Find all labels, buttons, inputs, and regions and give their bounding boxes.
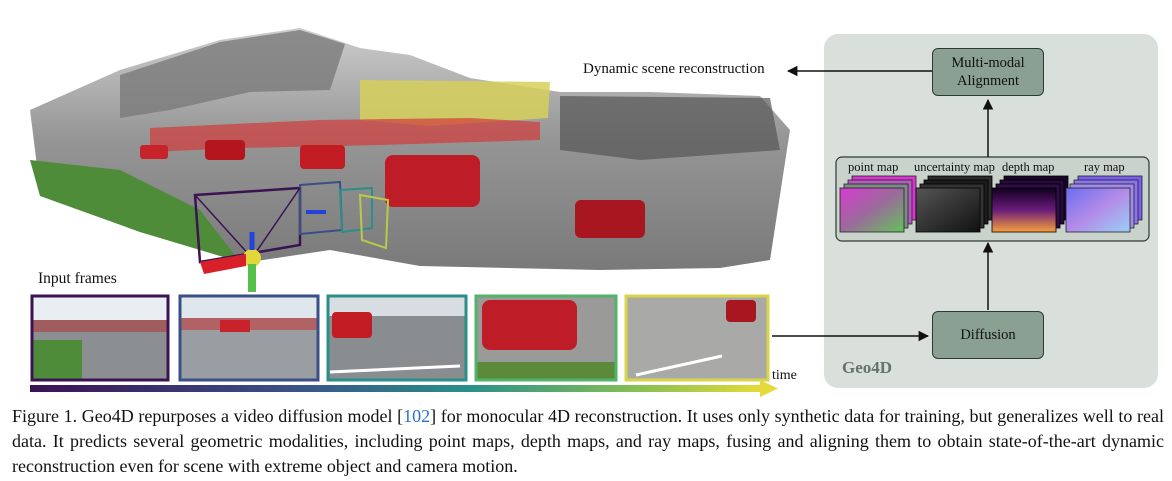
input-frame-3	[326, 294, 468, 382]
input-frames	[30, 294, 770, 382]
point-map-stack	[839, 175, 917, 233]
modality-label-ray-map: ray map	[1084, 160, 1125, 174]
time-arrow-head	[760, 380, 778, 397]
modality-label-point-map: point map	[848, 160, 899, 174]
citation-link[interactable]: 102	[403, 406, 431, 426]
time-bar	[30, 385, 760, 392]
figure: Dynamic scene reconstruction Input frame…	[30, 28, 1158, 397]
diffusion-box: Diffusion	[932, 311, 1044, 359]
scene-reconstruction-image	[30, 28, 790, 292]
modality-label-uncertainty-map: uncertainty map	[914, 160, 995, 174]
caption-prefix: Figure 1. Geo4D repurposes a video diffu…	[12, 406, 404, 426]
input-frame-4	[474, 294, 618, 382]
uncertainty-map-stack	[915, 175, 993, 233]
caption-suffix: ] for monocular 4D reconstruction. It us…	[12, 406, 1164, 476]
figure-graphics	[30, 28, 1158, 397]
ray-map-stack	[1065, 175, 1143, 233]
modality-label-depth-map: depth map	[1002, 160, 1055, 174]
multimodal-alignment-box: Multi-modal Alignment	[932, 48, 1044, 96]
input-frame-5	[624, 294, 770, 382]
depth-map-stack	[991, 175, 1069, 233]
time-label: time	[772, 368, 797, 383]
input-frames-label: Input frames	[38, 270, 117, 287]
scene-reconstruction-label: Dynamic scene reconstruction	[583, 61, 765, 77]
alignment-line-1: Multi-modal	[951, 55, 1025, 71]
input-frame-1	[30, 294, 170, 382]
figure-caption: Figure 1. Geo4D repurposes a video diffu…	[12, 404, 1164, 479]
alignment-line-2: Alignment	[956, 73, 1020, 89]
geo4d-panel-title: Geo4D	[842, 358, 893, 377]
input-frame-2	[178, 294, 320, 382]
